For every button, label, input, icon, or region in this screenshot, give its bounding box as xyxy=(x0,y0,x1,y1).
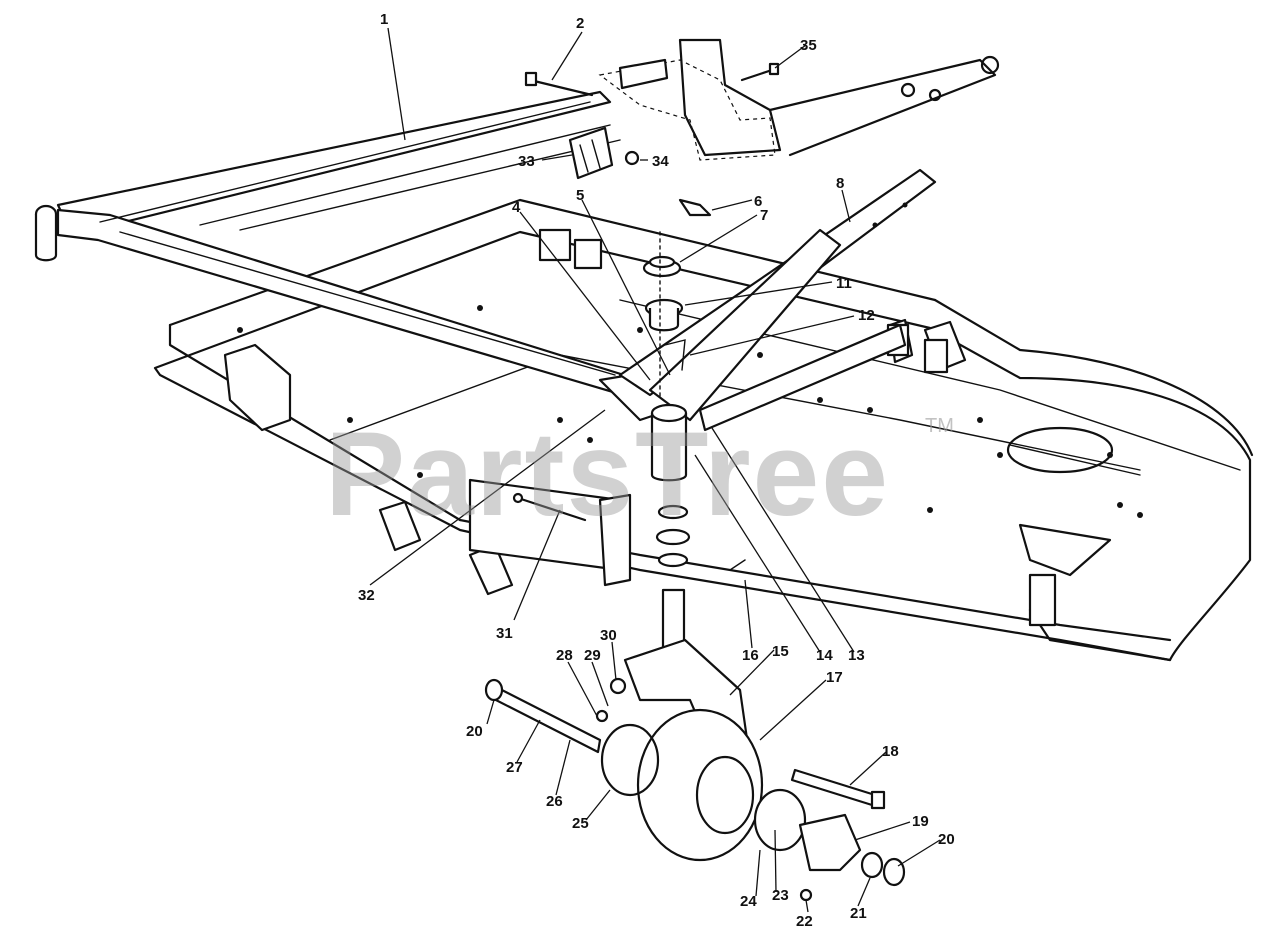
callout-33: 33 xyxy=(518,153,535,170)
callout-20a: 20 xyxy=(466,723,483,740)
bolt-2 xyxy=(524,71,594,97)
callout-8: 8 xyxy=(836,175,844,192)
callout-15: 15 xyxy=(772,643,789,660)
bolt-31 xyxy=(512,492,587,522)
callout-14: 14 xyxy=(816,647,833,664)
callout-6: 6 xyxy=(754,193,762,210)
caster-pivot xyxy=(642,198,712,482)
callout-2: 2 xyxy=(576,15,584,32)
callout-labels: 1 2 35 33 34 6 7 8 4 5 11 12 32 31 30 28… xyxy=(358,11,955,930)
callout-13: 13 xyxy=(848,647,865,664)
lift-arm xyxy=(618,168,937,432)
watermark: PartsTree TM xyxy=(325,407,954,541)
watermark-trademark: TM xyxy=(925,415,954,437)
callout-32: 32 xyxy=(358,587,375,604)
caster-wheel xyxy=(484,677,906,902)
callout-7: 7 xyxy=(760,207,768,224)
callout-23: 23 xyxy=(772,887,789,904)
bolt-18 xyxy=(790,768,886,810)
callout-28: 28 xyxy=(556,647,573,664)
callout-24: 24 xyxy=(740,893,757,910)
deck-holes xyxy=(237,305,1143,518)
callout-1: 1 xyxy=(380,11,388,28)
callout-27: 27 xyxy=(506,759,523,776)
callout-4: 4 xyxy=(512,199,521,216)
callout-18: 18 xyxy=(882,743,899,760)
callout-19: 19 xyxy=(912,813,929,830)
callout-5: 5 xyxy=(576,187,584,204)
callout-21: 21 xyxy=(850,905,867,922)
callout-34: 34 xyxy=(652,153,669,170)
leader-lines xyxy=(369,27,941,913)
callout-25: 25 xyxy=(572,815,589,832)
callout-35: 35 xyxy=(800,37,817,54)
callout-17: 17 xyxy=(826,669,843,686)
callout-12: 12 xyxy=(858,307,875,324)
callout-31: 31 xyxy=(496,625,513,642)
pivot-bracket xyxy=(568,38,1000,180)
callout-26: 26 xyxy=(546,793,563,810)
callout-16: 16 xyxy=(742,647,759,664)
watermark-text: PartsTree xyxy=(325,407,890,541)
bolt-35 xyxy=(740,62,780,82)
callout-11: 11 xyxy=(836,275,852,292)
callout-20b: 20 xyxy=(938,831,955,848)
callout-29: 29 xyxy=(584,647,601,664)
callout-30: 30 xyxy=(600,627,617,644)
callout-22: 22 xyxy=(796,913,813,930)
mower-deck xyxy=(153,198,1254,662)
